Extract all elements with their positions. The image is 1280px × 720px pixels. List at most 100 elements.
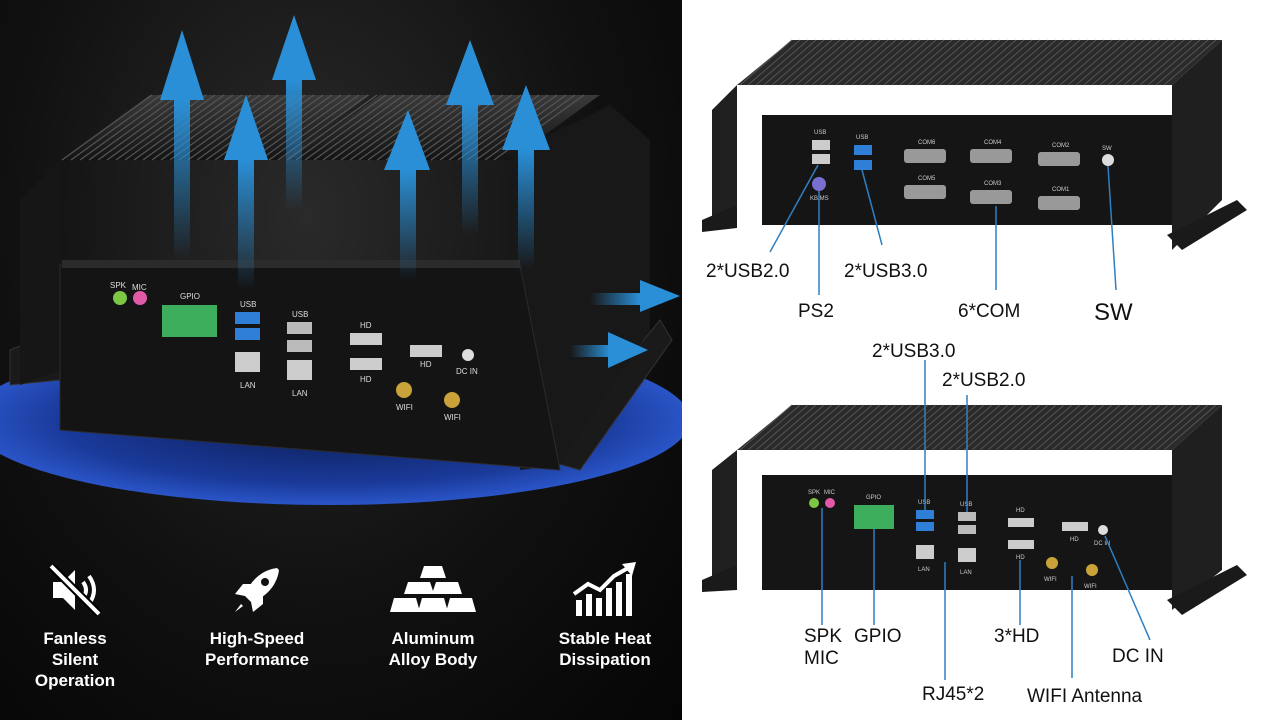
bottom-dc-in-jack [1098, 525, 1108, 535]
feature-aluminum: Aluminum Alloy Body [358, 560, 508, 670]
hd-label-3: HD [360, 375, 372, 384]
callout-rj45: RJ45*2 [922, 684, 984, 705]
usb-label-1: USB [240, 300, 256, 309]
com6-label: COM6 [918, 140, 936, 146]
hd-label-2: HD [420, 360, 432, 369]
spk-jack [113, 291, 127, 305]
callout-dc-in: DC IN [1112, 646, 1164, 667]
callout-sw: SW [1094, 299, 1133, 326]
bottom-wifi-label-a: WIFI [1044, 577, 1057, 583]
callout-hd: 3*HD [994, 626, 1039, 647]
feature-label: Fanless Silent Operation [34, 629, 116, 690]
bottom-hd-label-c: HD [1070, 537, 1079, 543]
com6-port [904, 149, 946, 163]
dc-in-label: DC IN [456, 367, 478, 376]
bottom-usb2-b [958, 525, 976, 534]
bottom-lan-label-b: LAN [960, 570, 972, 576]
usb-label-2: USB [292, 310, 308, 319]
rocket-icon [235, 568, 279, 612]
com3-label: COM3 [984, 181, 1002, 187]
bottom-usb3-a [916, 510, 934, 519]
hd-port-1 [350, 333, 382, 345]
bottom-wifi-b [1086, 564, 1098, 576]
hd-label-1: HD [360, 321, 372, 330]
callout-bottom-usb20: 2*USB2.0 [942, 370, 1025, 391]
heat-arrows [160, 15, 680, 368]
wifi-label-1: WIFI [396, 403, 413, 412]
usb3-port-2 [235, 328, 260, 340]
bottom-usb3-b [916, 522, 934, 531]
callout-usb30: 2*USB3.0 [844, 261, 927, 282]
bottom-hd-c [1062, 522, 1088, 531]
heat-arrow-6 [502, 85, 550, 270]
bottom-gpio-header [854, 505, 894, 529]
bottom-hd-label-b: HD [1016, 555, 1025, 561]
dc-in-jack [462, 349, 474, 361]
heat-arrow-right-1 [590, 280, 680, 312]
bottom-spk-label: SPK [808, 490, 820, 496]
mic-jack [133, 291, 147, 305]
spk-label: SPK [110, 281, 127, 290]
hd-port-3 [410, 345, 442, 357]
bottom-lan-a [916, 545, 934, 559]
feature-label: High-Speed Performance [205, 629, 309, 669]
sw-button [1102, 154, 1114, 166]
sw-label: SW [1102, 146, 1112, 152]
feature-heat-dissipation: Stable Heat Dissipation [530, 560, 680, 670]
com2-port [1038, 152, 1080, 166]
callout-wifi: WIFI Antenna [1027, 686, 1143, 707]
callout-com: 6*COM [958, 301, 1020, 322]
com4-label: COM4 [984, 140, 1002, 146]
com4-port [970, 149, 1012, 163]
com3-port [970, 190, 1012, 204]
top-ps2-port [812, 177, 826, 191]
usb2-port-2 [287, 340, 312, 352]
port-diagram-panel: USB USB KB/MS COM6 COM4 COM2 COM5 COM3 C… [682, 0, 1280, 720]
bottom-usb2-a [958, 512, 976, 521]
bottom-gpio-label: GPIO [866, 495, 881, 501]
com1-label: COM1 [1052, 187, 1070, 193]
lan-port-1 [235, 352, 260, 372]
rising-chart-icon [572, 562, 636, 616]
feature-fanless: Fanless Silent Operation [0, 560, 150, 691]
port-diagram: USB USB KB/MS COM6 COM4 COM2 COM5 COM3 C… [702, 39, 1247, 707]
mini-pc-illustration: SPK MIC GPIO USB USB LAN LAN HD HD HD DC… [0, 15, 682, 505]
bottom-lan-b [958, 548, 976, 562]
feature-label: Aluminum Alloy Body [388, 629, 478, 669]
gpio-label: GPIO [180, 292, 200, 301]
com2-label: COM2 [1052, 143, 1070, 149]
callout-spk-mic-line-1: SPK [804, 626, 842, 647]
heat-arrow-5 [446, 40, 494, 235]
chassis-side [520, 105, 650, 470]
heat-arrow-3 [272, 15, 316, 210]
bottom-hd-a [1008, 518, 1034, 527]
usb3-port-1 [235, 312, 260, 324]
lan-label-2: LAN [292, 389, 308, 398]
com5-label: COM5 [918, 176, 936, 182]
hd-port-2 [350, 358, 382, 370]
callout-ps2: PS2 [798, 301, 834, 322]
wifi-antenna-2 [444, 392, 460, 408]
heat-arrow-right-2 [570, 332, 648, 368]
com5-port [904, 185, 946, 199]
top-usb3-a [854, 145, 872, 155]
feature-performance: High-Speed Performance [182, 560, 332, 670]
chassis-left-side [20, 160, 60, 385]
bottom-hd-label-a: HD [1016, 508, 1025, 514]
bottom-spk-jack [809, 498, 819, 508]
top-usb2-a [812, 140, 830, 150]
product-hero-panel: SPK MIC GPIO USB USB LAN LAN HD HD HD DC… [0, 0, 682, 720]
bottom-mic-jack [825, 498, 835, 508]
bottom-device: SPK MIC GPIO USB USB LAN LAN HD HD HD DC… [702, 341, 1247, 707]
callout-bottom-usb30: 2*USB3.0 [872, 341, 955, 362]
bottom-wifi-a [1046, 557, 1058, 569]
callout-usb20: 2*USB2.0 [706, 261, 789, 282]
speaker-mute-icon [48, 563, 102, 617]
wifi-label-2: WIFI [444, 413, 461, 422]
mic-label: MIC [132, 283, 147, 292]
top-usb-label-a: USB [814, 130, 826, 136]
ingot-stack-icon [390, 566, 476, 612]
callout-spk-mic-line-2: MIC [804, 648, 839, 669]
top-usb3-b [854, 160, 872, 170]
lan-port-2 [287, 360, 312, 380]
